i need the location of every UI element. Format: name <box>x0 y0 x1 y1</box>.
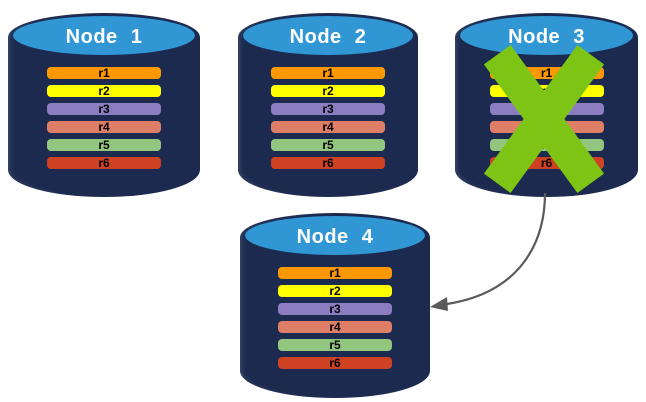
node-1-replicas: r1 r2 r3 r4 r5 r6 <box>47 67 161 175</box>
replica-bar-r3: r3 <box>271 103 385 115</box>
node-1: Node 1 r1 r2 r3 r4 r5 r6 <box>8 13 200 197</box>
replica-label: r1 <box>329 266 341 280</box>
replica-bar-r6: r6 <box>271 157 385 169</box>
replica-label: r6 <box>540 156 553 170</box>
replica-bar-r5: r5 <box>271 139 385 151</box>
replica-bar-r4: r4 <box>271 121 385 133</box>
replica-bar-r5: r5 <box>47 139 161 151</box>
replica-bar-r2: r2 <box>271 85 385 97</box>
node-3-cylinder-top <box>460 16 633 55</box>
replica-bar-r3: r3 <box>47 103 161 115</box>
replication-arrow-line <box>446 192 547 306</box>
replica-label: r1 <box>98 66 110 80</box>
node-4-cylinder-top <box>245 216 425 255</box>
replica-bar-r3: r3 <box>278 303 392 315</box>
node-2: Node 2 r1 r2 r3 r4 r5 r6 <box>238 13 418 197</box>
node-3-label: Node 3 <box>508 26 585 48</box>
replica-label: r6 <box>329 356 341 370</box>
replica-bar-r2: r2 <box>278 285 392 297</box>
replica-bar-r1: r1 <box>278 267 392 279</box>
replica-label: r2 <box>322 84 334 98</box>
replica-bar-r1: r1 <box>271 67 385 79</box>
node-4: Node 4 r1 r2 r3 r4 r5 r6 <box>240 213 430 398</box>
node-3: Node 3 r1 r2 r3 r4 r5 r6 <box>455 13 638 197</box>
replica-label: r1 <box>322 66 334 80</box>
replica-label: r1 <box>540 66 553 80</box>
replica-label: r5 <box>322 138 334 152</box>
failure-x-icon <box>483 44 605 194</box>
replica-label: r4 <box>322 120 334 134</box>
replica-label: r2 <box>329 284 341 298</box>
replica-bar-r1: r1 <box>47 67 161 79</box>
node-2-label: Node 2 <box>289 26 367 48</box>
replica-label: r3 <box>322 102 334 116</box>
replica-label: r3 <box>98 102 110 116</box>
replica-label: r2 <box>98 84 110 98</box>
replica-bar-r4: r4 <box>278 321 392 333</box>
node-1-cylinder-top <box>13 16 195 55</box>
replica-label: r5 <box>98 138 110 152</box>
replica-bar-r5: r5 <box>278 339 392 351</box>
replica-label: r5 <box>329 338 341 352</box>
node-2-cylinder-top <box>243 16 413 55</box>
replica-label: r6 <box>322 156 334 170</box>
replica-label: r4 <box>329 320 341 334</box>
replica-bar-r2: r2 <box>47 85 161 97</box>
replica-bar-r6: r6 <box>278 357 392 369</box>
replica-bar-r6: r6 <box>47 157 161 169</box>
replication-arrowhead <box>430 297 448 311</box>
replica-label: r3 <box>329 302 341 316</box>
node-1-label: Node 1 <box>65 26 143 48</box>
replica-label: r4 <box>98 120 110 134</box>
node-4-label: Node 4 <box>296 226 374 248</box>
replica-bar-r4: r4 <box>47 121 161 133</box>
node-2-replicas: r1 r2 r3 r4 r5 r6 <box>271 67 385 175</box>
node-4-replicas: r1 r2 r3 r4 r5 r6 <box>278 267 392 375</box>
replica-label: r6 <box>98 156 110 170</box>
